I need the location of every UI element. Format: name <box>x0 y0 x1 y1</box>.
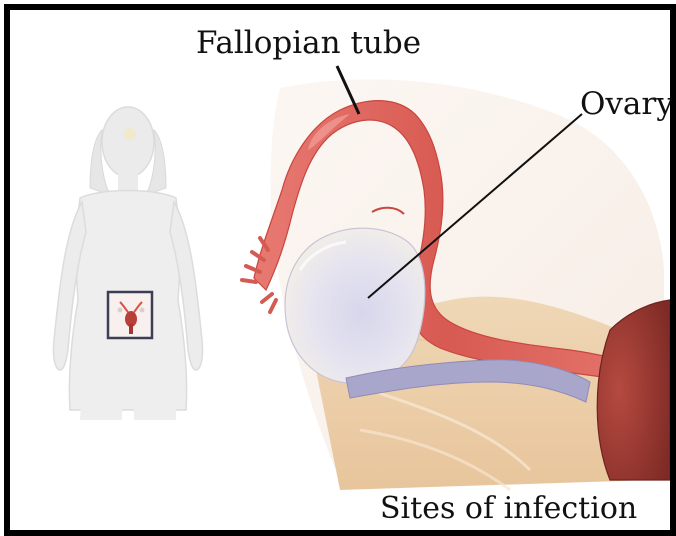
fallopian-tube-label: Fallopian tube <box>196 28 421 59</box>
female-body-silhouette <box>53 107 202 420</box>
ovary-label: Ovary <box>580 89 674 120</box>
caption: Sites of infection <box>380 494 637 524</box>
figure-frame: Fallopian tube Ovary Sites of infection <box>4 4 676 536</box>
ovary <box>285 228 425 383</box>
anatomy-illustration <box>10 10 670 530</box>
reproductive-organs-inset <box>108 292 152 338</box>
